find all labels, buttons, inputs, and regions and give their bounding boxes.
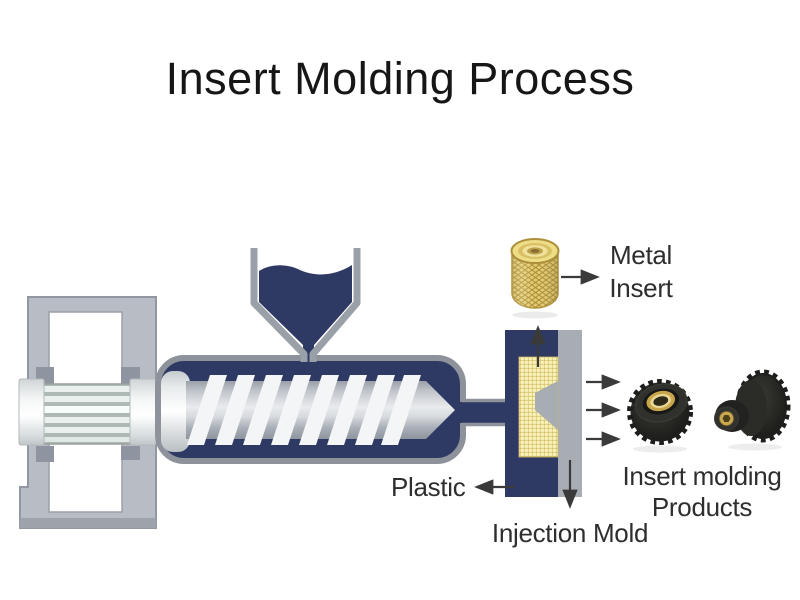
screw-flights <box>187 375 421 445</box>
label-metal-insert-line1: Metal <box>609 240 673 270</box>
screw-icon <box>161 371 455 452</box>
page-title: Insert Molding Process <box>165 53 635 104</box>
label-metal-insert-line2: Insert <box>609 273 673 303</box>
metal-insert-icon <box>510 238 560 319</box>
label-injection-mold: Injection Mold <box>491 518 649 548</box>
label-products-line2: Products <box>651 492 753 522</box>
ribbed-shaft-icon <box>41 383 132 445</box>
label-plastic: Plastic <box>391 472 466 502</box>
hopper-icon <box>250 248 361 362</box>
barrel-icon <box>155 355 507 464</box>
product-knob-right-icon <box>714 369 791 451</box>
label-insert-molding-products: Insert molding Products <box>607 461 797 523</box>
mold-core-icon <box>535 381 558 430</box>
label-products-line1: Insert molding <box>622 461 782 491</box>
nozzle-channel-icon <box>455 398 507 427</box>
product-knob-left-icon <box>627 379 693 453</box>
label-metal-insert: Metal Insert <box>595 239 687 305</box>
motor-unit-icon <box>18 296 157 529</box>
